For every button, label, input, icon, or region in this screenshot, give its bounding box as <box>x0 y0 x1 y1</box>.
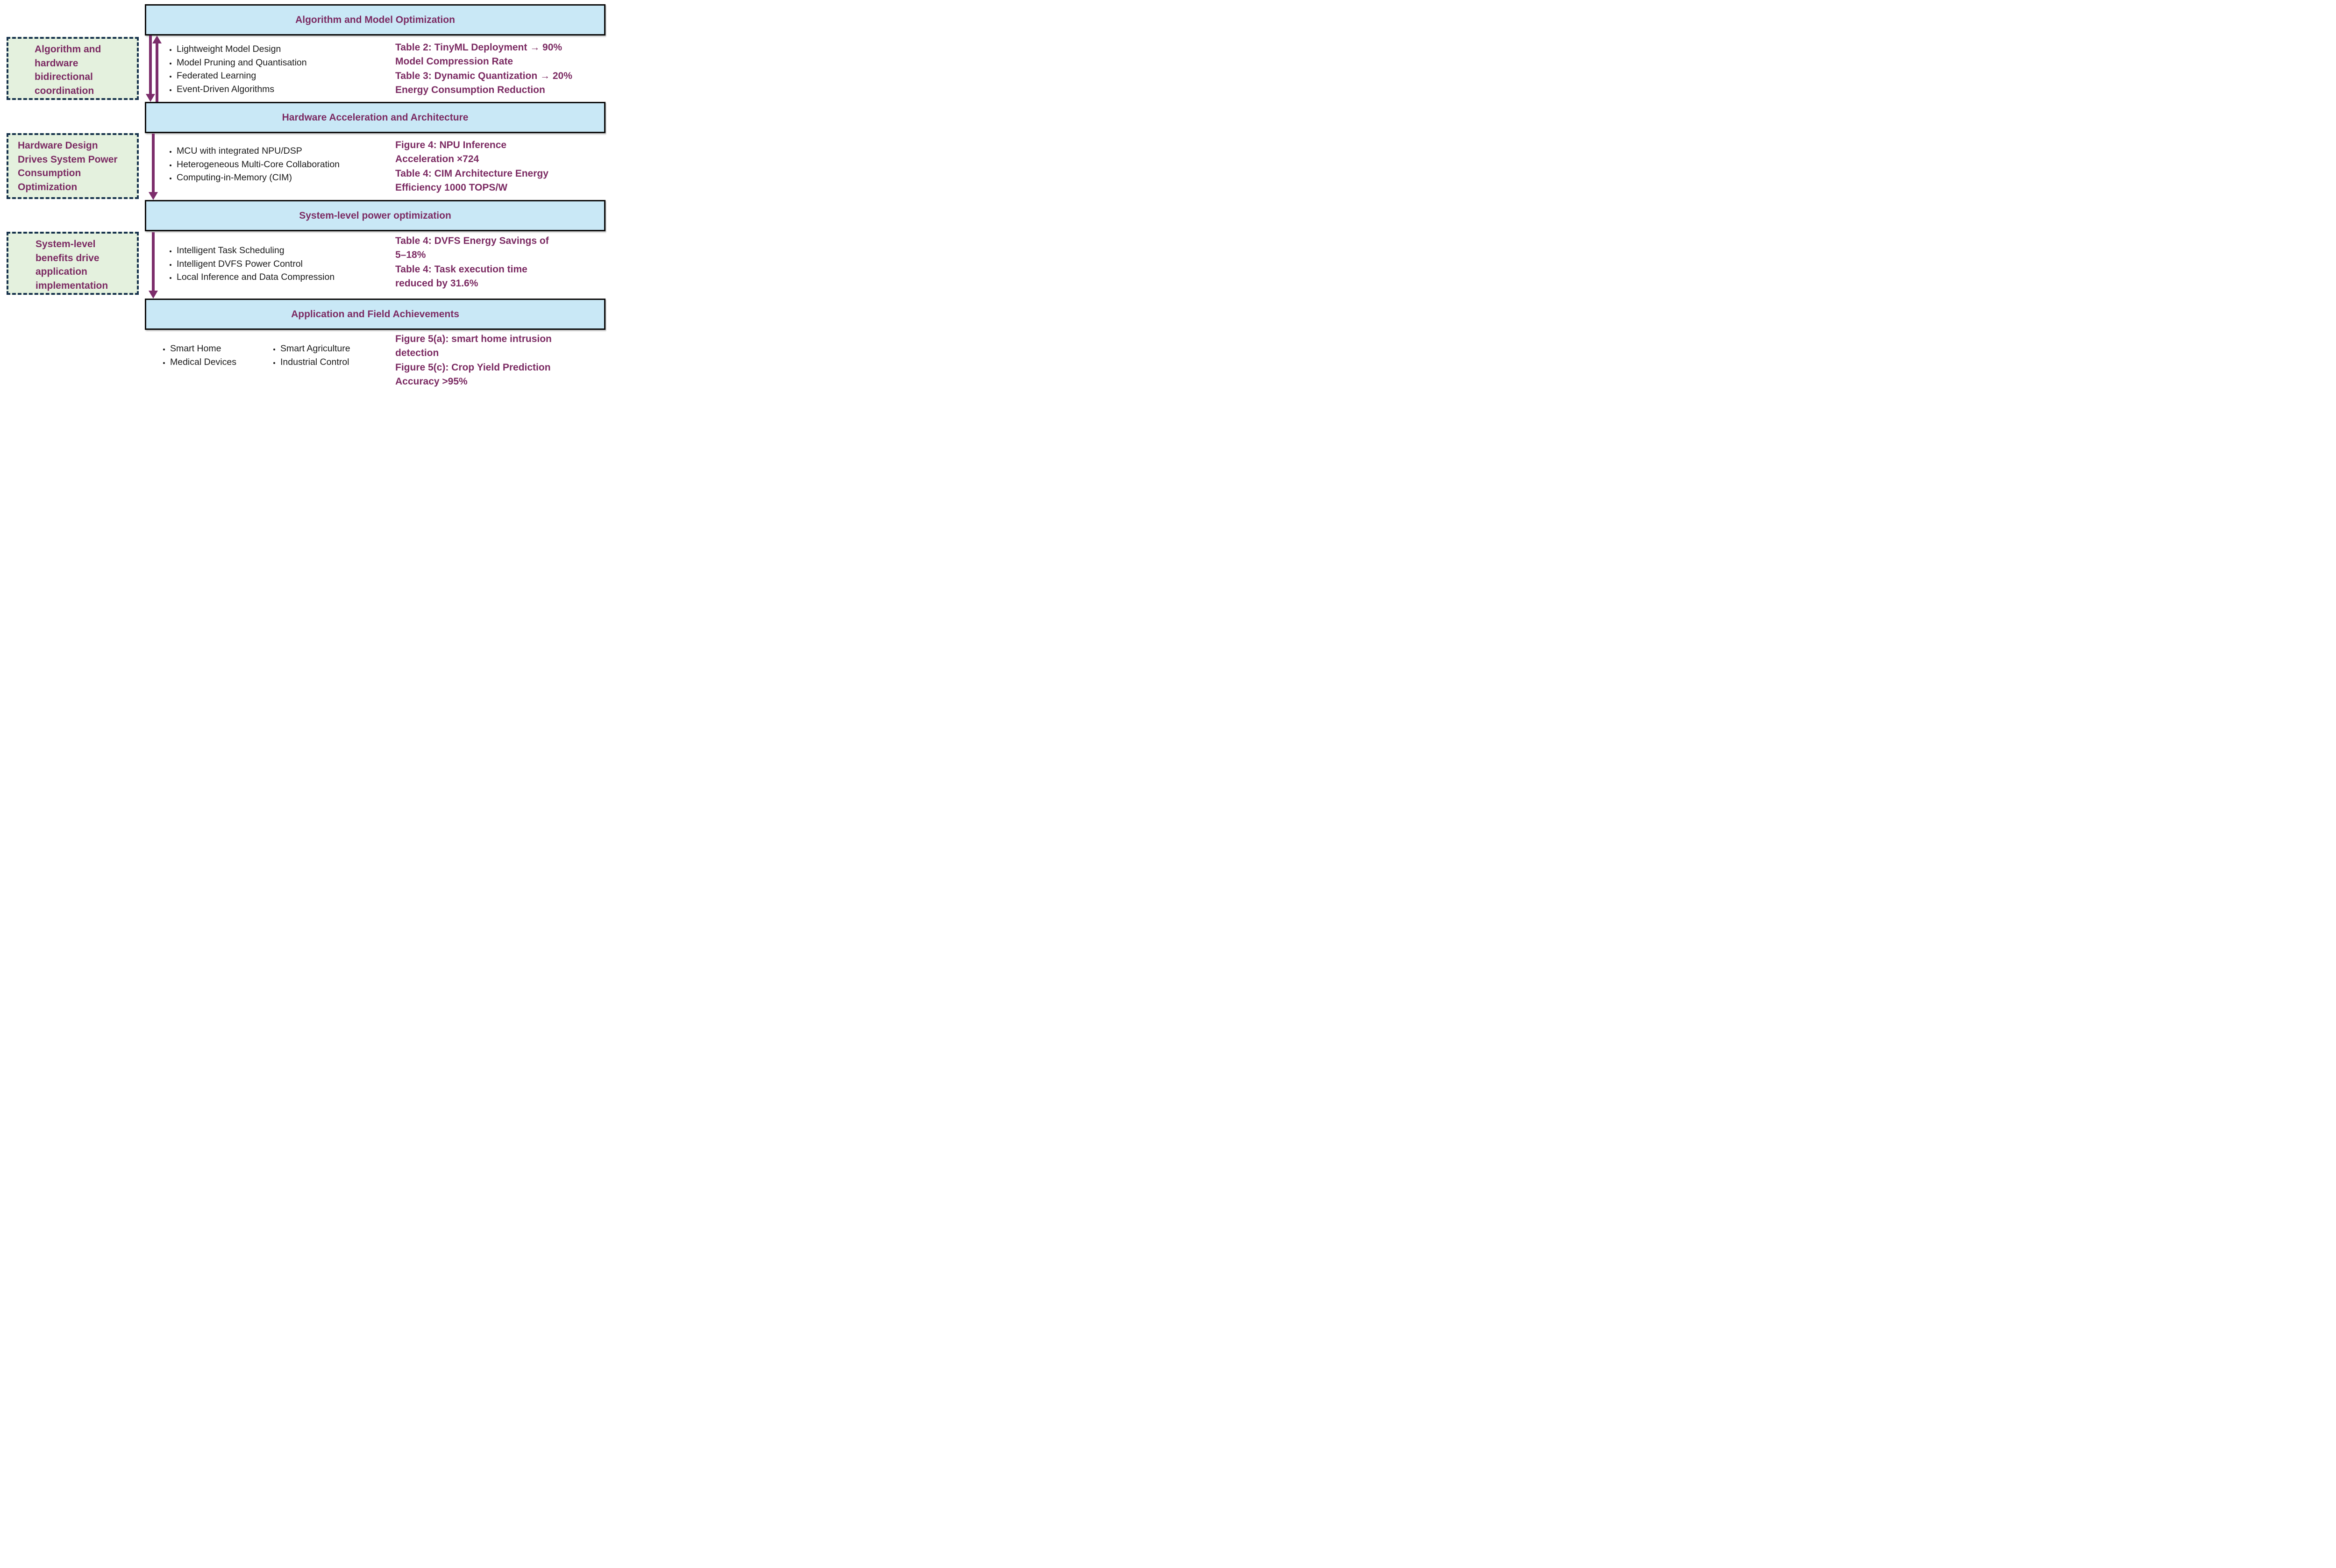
bullet-item: Medical Devices <box>170 356 236 369</box>
bullet-item: Lightweight Model Design <box>177 43 307 56</box>
bullet-item: Smart Home <box>170 342 236 356</box>
bullet-item: Intelligent Task Scheduling <box>177 244 335 257</box>
side-note-system-benefits-drive-application: System-level benefits drive application … <box>7 232 139 295</box>
highlight-tables-2-3: Table 2: TinyML Deployment → 90% Model C… <box>395 42 572 95</box>
highlight-figure5: Figure 5(a): smart home intrusion detect… <box>395 334 552 387</box>
header-system-level-power-optimization: System-level power optimization <box>145 200 605 231</box>
header-application-field-achievements: Application and Field Achievements <box>145 299 605 330</box>
highlight-figure4-table4: Figure 4: NPU Inference Acceleration ×72… <box>395 140 548 193</box>
arrow-shaft <box>152 232 155 291</box>
side-note-bidirectional-coordination: Algorithm and hardware bidirectional coo… <box>7 37 139 100</box>
bullet-item: Model Pruning and Quantisation <box>177 56 307 70</box>
bullet-list-system-power: Intelligent Task SchedulingIntelligent D… <box>164 244 335 284</box>
bullet-item: Local Inference and Data Compression <box>177 271 335 284</box>
highlight-table4-dvfs: Table 4: DVFS Energy Savings of 5–18% Ta… <box>395 235 549 289</box>
diagram-canvas: Algorithm and Model Optimization Hardwar… <box>0 0 606 392</box>
bullet-list-applications-col1: Smart HomeMedical Devices <box>158 342 236 369</box>
bullet-item: Industrial Control <box>280 356 350 369</box>
arrowhead-down-icon <box>146 94 155 102</box>
arrow-up-icon <box>152 36 162 102</box>
arrowhead-up-icon <box>152 36 162 43</box>
arrow-down-icon <box>146 36 155 102</box>
arrowhead-down-icon <box>149 291 158 299</box>
arrowhead-down-icon <box>149 192 158 200</box>
arrow-down-icon <box>149 232 158 299</box>
bullet-list-hardware-acceleration: MCU with integrated NPU/DSPHeterogeneous… <box>164 144 340 185</box>
bullet-item: Heterogeneous Multi-Core Collaboration <box>177 158 340 171</box>
bullet-list-applications-col2: Smart AgricultureIndustrial Control <box>268 342 350 369</box>
bullet-list-algorithm-optimization: Lightweight Model DesignModel Pruning an… <box>164 43 307 96</box>
header-algorithm-model-optimization: Algorithm and Model Optimization <box>145 4 605 36</box>
bullet-item: Federated Learning <box>177 69 307 83</box>
header-hardware-acceleration-architecture: Hardware Acceleration and Architecture <box>145 102 605 133</box>
arrow-shaft <box>156 43 158 102</box>
bullet-item: Intelligent DVFS Power Control <box>177 257 335 271</box>
bullet-item: MCU with integrated NPU/DSP <box>177 144 340 158</box>
arrow-shaft <box>152 134 155 192</box>
bullet-item: Computing-in-Memory (CIM) <box>177 171 340 185</box>
arrow-shaft <box>149 36 152 94</box>
arrow-down-icon <box>149 134 158 200</box>
side-note-hardware-drives-power-optimization: Hardware Design Drives System Power Cons… <box>7 133 139 199</box>
bullet-item: Smart Agriculture <box>280 342 350 356</box>
bullet-item: Event-Driven Algorithms <box>177 83 307 96</box>
